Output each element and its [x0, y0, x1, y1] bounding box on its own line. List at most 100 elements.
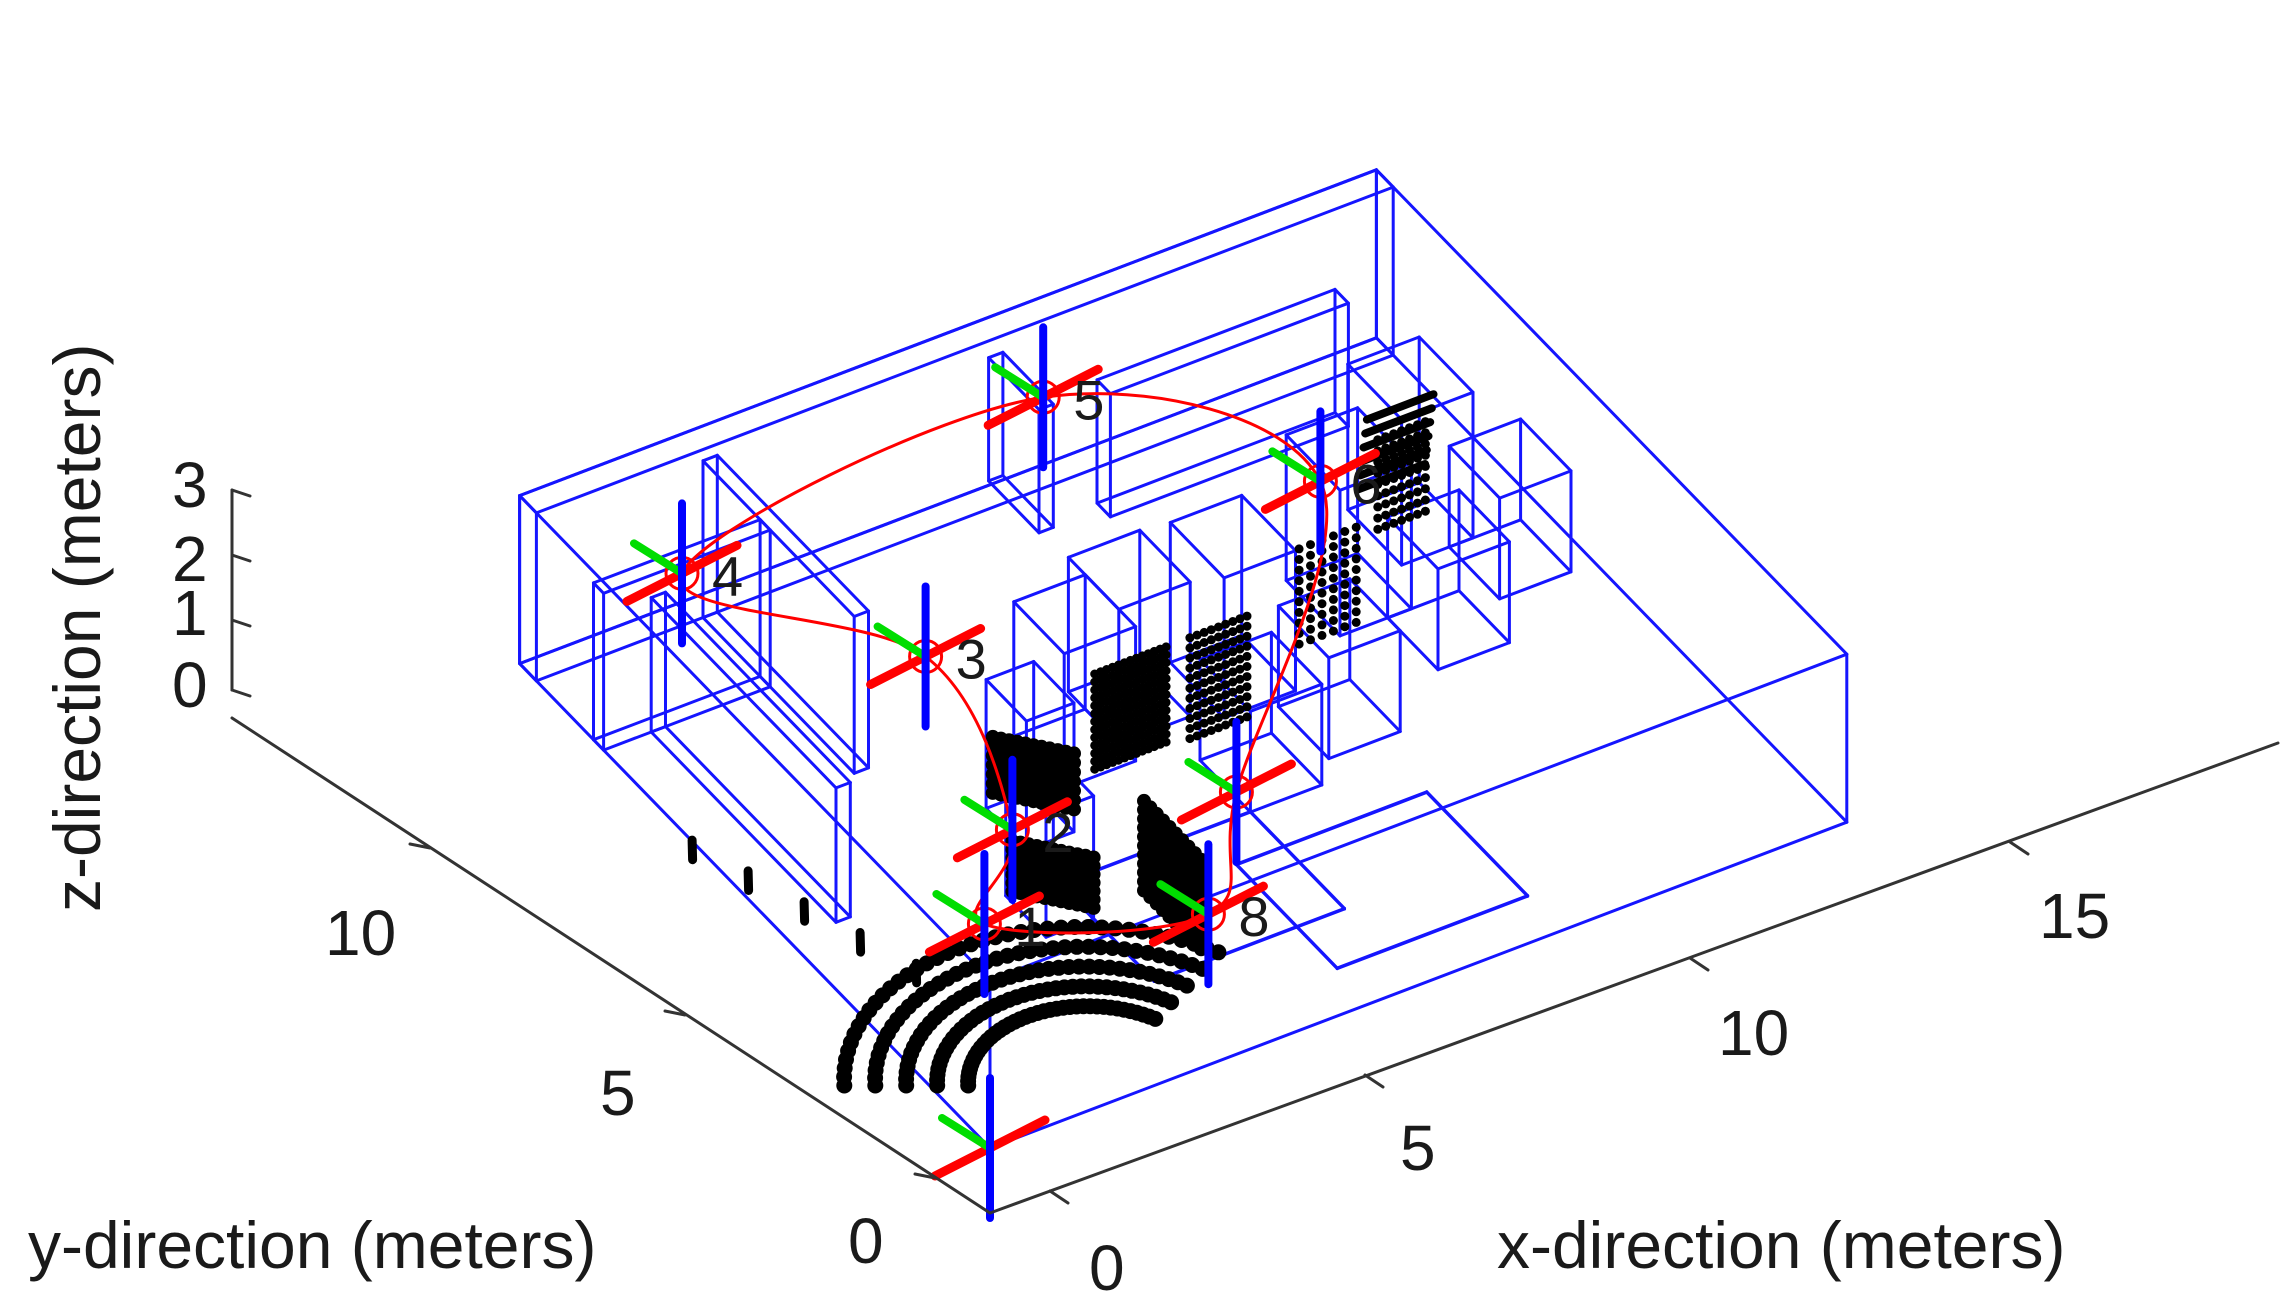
- shelf-1-edge: [1248, 783, 1324, 814]
- z-tick: [230, 688, 252, 698]
- wall-marker-points: [855, 928, 866, 957]
- point-cloud-5: [1228, 647, 1238, 657]
- point-cloud-6: [1340, 579, 1350, 589]
- point-cloud-6: [1306, 550, 1315, 560]
- point-cloud-5: [1235, 654, 1245, 664]
- point-cloud-6: [1328, 616, 1338, 625]
- point-cloud-6: [1294, 586, 1304, 596]
- shelf-3-edge: [1386, 589, 1461, 620]
- room-edge: [988, 820, 1849, 1150]
- point-cloud-5: [1206, 665, 1216, 675]
- room-edge: [1374, 168, 1849, 656]
- point-cloud-4: [1161, 713, 1171, 723]
- floor-arc-points: [836, 1077, 853, 1094]
- floor-arc-points: [1092, 939, 1109, 956]
- back-wall-edge: [518, 662, 538, 683]
- floor-arc-points: [1045, 940, 1062, 957]
- point-cloud-5: [1214, 652, 1223, 662]
- mid-partition-edge: [701, 453, 719, 463]
- back-wall-edge: [518, 494, 538, 515]
- x-tick-label: 15: [2039, 880, 2110, 952]
- point-cloud-5: [1206, 625, 1216, 635]
- pillar-2-edge: [984, 678, 1028, 723]
- point-cloud-7: [1381, 521, 1391, 531]
- x-axis-label: x-direction (meters): [1497, 1208, 2065, 1282]
- point-cloud-5: [1228, 617, 1238, 626]
- floor-arc-points: [1080, 919, 1097, 935]
- point-cloud-6: [1340, 611, 1350, 621]
- point-cloud-5: [1192, 670, 1202, 680]
- floor-divider-2-edge: [1335, 894, 1530, 970]
- point-cloud-5: [1192, 660, 1202, 670]
- shelf-bar-points: [1362, 390, 1438, 424]
- point-cloud-6: [1317, 620, 1327, 630]
- point-cloud-5: [1242, 621, 1252, 631]
- point-cloud-4: [1161, 682, 1171, 691]
- axes: 3 2 1 0 10 5 0 0 5 10 15 x-direction (me…: [28, 344, 2280, 1301]
- x-tick-label: 10: [1718, 997, 1789, 1069]
- point-cloud-5: [1221, 720, 1231, 730]
- shelf-4-edge: [1447, 444, 1502, 500]
- back-wall-edge: [534, 185, 1395, 515]
- point-cloud-6: [1306, 561, 1315, 571]
- point-cloud-6: [1351, 565, 1361, 574]
- floor-arc-points: [1134, 923, 1151, 940]
- point-cloud-7: [1420, 484, 1430, 494]
- point-cloud-7: [1397, 482, 1407, 492]
- floor-divider-edge: [1248, 810, 1346, 910]
- point-cloud-5: [1199, 668, 1209, 678]
- waypoint-label: 6: [1350, 452, 1381, 515]
- floor-arc-points: [1066, 919, 1083, 935]
- point-clouds: [687, 390, 1438, 1094]
- point-cloud-4: [1161, 697, 1171, 707]
- point-cloud-5: [1235, 674, 1245, 684]
- point-cloud-5: [1185, 673, 1195, 683]
- point-cloud-5: [1185, 724, 1195, 733]
- point-cloud-5: [1185, 714, 1195, 723]
- floor-arc-points: [960, 1077, 977, 1094]
- point-cloud-6: [1340, 548, 1350, 558]
- point-cloud-5: [1192, 650, 1202, 660]
- left-partition-edge: [592, 674, 762, 742]
- floor-arc-points: [1186, 935, 1203, 952]
- room-edge: [1374, 336, 1849, 824]
- pillar-7-edge: [1346, 508, 1404, 567]
- point-cloud-5: [1228, 667, 1238, 677]
- shelf-4-edge: [1498, 570, 1573, 601]
- pillar-3-edge: [1012, 707, 1087, 738]
- pillar-3-edge: [1012, 600, 1066, 656]
- back-panel-edge: [1095, 501, 1112, 519]
- shelf-bar-points: [1361, 404, 1436, 438]
- point-cloud-7: [1413, 487, 1422, 497]
- pillar-6-edge: [1284, 551, 1360, 582]
- shelf-2-edge: [1276, 678, 1352, 709]
- point-cloud-5: [1199, 728, 1209, 738]
- point-cloud-6: [1328, 563, 1338, 573]
- pillar-3-edge: [1062, 625, 1138, 656]
- y-axis-label: y-direction (meters): [28, 1208, 596, 1282]
- point-cloud-7: [1373, 502, 1383, 512]
- shelf-4-edge: [1519, 518, 1573, 574]
- left-partition-edge: [592, 738, 606, 752]
- mid-partition-edge: [852, 609, 870, 618]
- mid-partition-edge: [701, 616, 856, 775]
- point-cloud-7: [1389, 496, 1399, 506]
- back-panel-edge: [1333, 287, 1350, 305]
- point-cloud-5: [1228, 637, 1238, 647]
- point-cloud-7: [1373, 524, 1383, 534]
- y-tick-label: 0: [848, 1205, 884, 1277]
- point-cloud-5: [1192, 691, 1202, 701]
- point-cloud-5: [1214, 723, 1223, 733]
- y-tick: [913, 1172, 937, 1180]
- shelf-bar-points: [1359, 418, 1435, 452]
- pose-frame-y-axis: [873, 622, 930, 661]
- point-cloud-6: [1306, 540, 1315, 550]
- point-cloud-6: [1351, 607, 1361, 617]
- point-cloud-6: [1317, 588, 1327, 598]
- floor-arc-points: [1080, 938, 1097, 955]
- point-cloud-6: [1294, 565, 1304, 575]
- point-cloud-5: [1221, 660, 1231, 670]
- left-panel-edge: [834, 781, 852, 790]
